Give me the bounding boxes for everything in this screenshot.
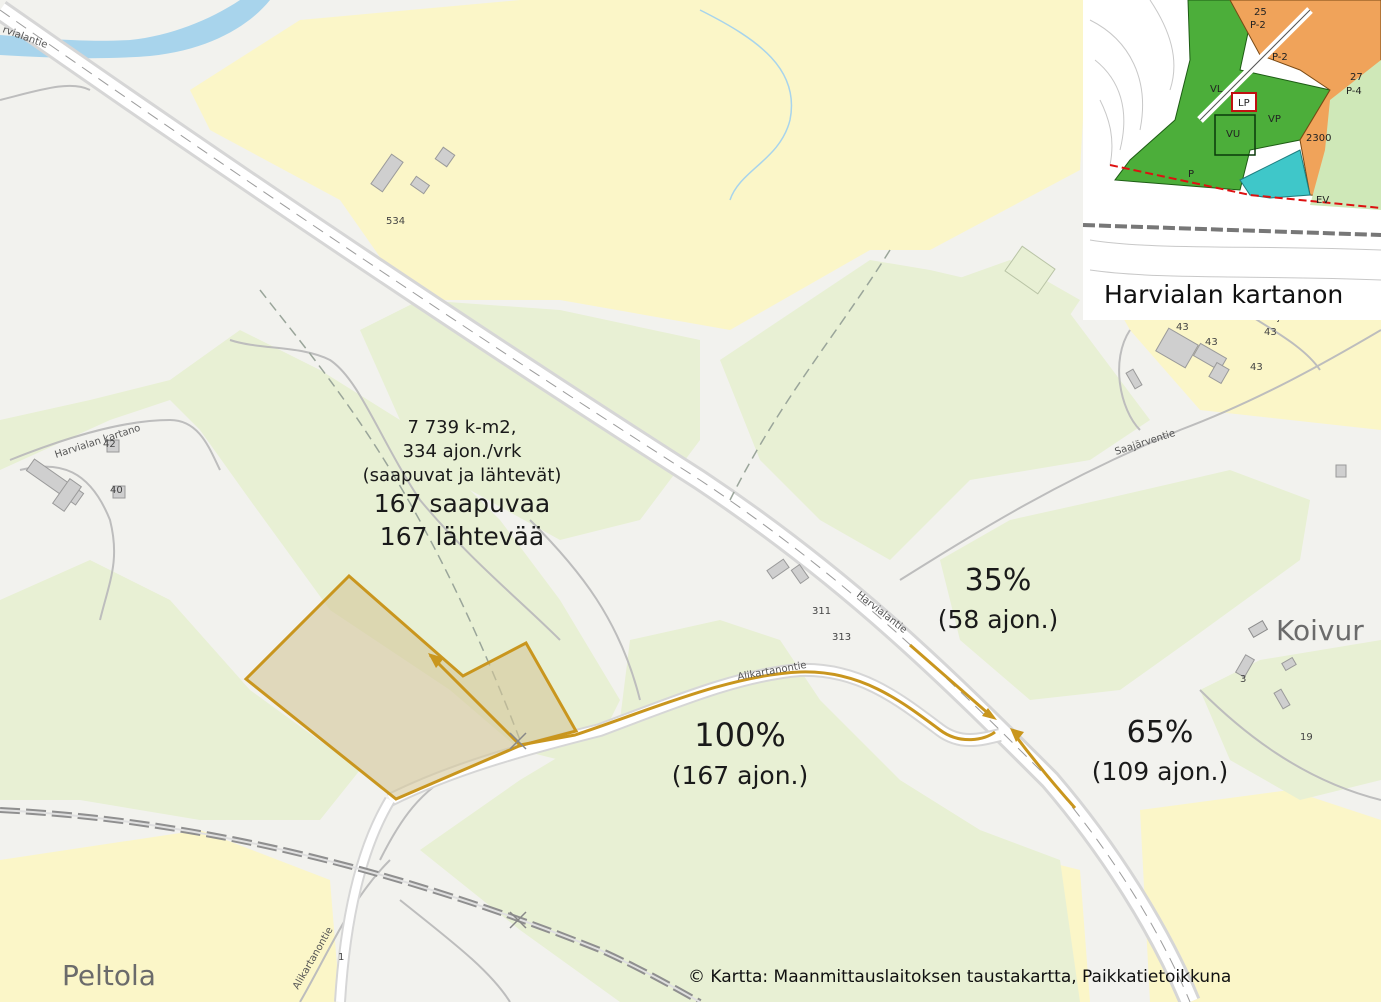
site-area: 7 739 k-m2, [408,417,517,438]
route-arrowheads [428,653,1024,742]
field-area-north [190,0,1090,330]
crossing-marks [509,732,527,929]
place-name-koivu: Koivur [1276,614,1364,647]
inset-zone-lightgreen [1310,60,1381,210]
house-number-43b: 43 [1205,337,1218,348]
buildings [25,146,1347,710]
inset-contours [1089,0,1381,281]
minor-roads [0,84,1381,1002]
map-copyright: © Kartta: Maanmittauslaitoksen taustakar… [688,967,1231,987]
forest-area-right-lower [1200,640,1381,800]
river [0,0,270,59]
inset-lp-box [1231,92,1257,112]
inset-zone-cyan [1239,149,1311,199]
inset-zone-25: 25 [1254,7,1267,18]
place-koivu: Koivur [1247,614,1364,647]
flow-labels: 35% (58 ajon.) 65% (109 ajon.) 100% (167… [672,563,1229,790]
forest-area-west [0,330,620,760]
forest-area-southcenter [420,620,1080,1002]
house-number-19: 19 [1300,732,1313,743]
house-number-43c: 43 [1264,327,1277,338]
flow-north-percent: 35% [965,563,1032,598]
flow-access-percent: 100% [694,716,785,754]
house-number-43a: 43 [1176,322,1189,333]
inset-zone-p2b: P-2 [1272,52,1288,63]
site-traffic: 334 ajon./vrk [403,441,522,462]
inset-road-edge [1199,9,1311,121]
inset-zone-vl: VL [1210,84,1223,95]
forest-area-east-mid [940,470,1310,700]
house-number-43d: 43 [1250,362,1263,373]
field-area-southwest [0,830,340,1002]
field-area-southeast [1140,790,1381,1002]
flow-south-count: (109 ajon.) [1092,757,1229,786]
house-number-1: 1 [338,952,344,963]
inset-zone-vp: VP [1268,114,1281,125]
house-number-534: 534 [386,216,405,227]
inset-zone-2300: 2300 [1306,133,1331,144]
forest-area-small [940,260,1080,360]
stream [699,9,793,201]
forest-area-far-southwest [0,560,360,820]
road-alikartanontie-south-center [336,797,394,1002]
house-number-42: 42 [103,439,116,450]
inset-zone-lp: LP [1238,98,1250,109]
inset-zone-p2a: P-2 [1250,20,1266,31]
house-number-40: 40 [110,485,123,496]
inset-vu-box [1214,114,1256,156]
inset-railway [1082,223,1381,237]
inset-zone-27: 27 [1350,72,1363,83]
house-number-313: 313 [832,632,851,643]
place-name-peltola: Peltola [62,959,156,992]
site-info: 7 739 k-m2, 334 ajon./vrk (saapuvat ja l… [363,417,562,551]
road-harvialantie-dash [0,9,1191,1002]
flow-access-count: (167 ajon.) [672,761,809,790]
house-icon [1247,619,1269,639]
flow-north-count: (58 ajon.) [938,605,1059,634]
forest-area-center [360,300,700,540]
inset-zone-ev: EV [1316,195,1329,206]
house-number-311: 311 [812,606,831,617]
house-number-3: 3 [1240,674,1246,685]
railway-inner [0,809,701,1002]
power-line-east [729,249,891,501]
site-arriving: 167 saapuvaa [374,489,550,518]
site-traffic-note: (saapuvat ja lähtevät) [363,465,562,486]
site-departing: 167 lähtevää [380,522,544,551]
inset-title: Harvialan kartanon [1104,280,1343,309]
inset-boundary [1109,164,1381,209]
inset-plan-map[interactable]: 25 P-2 P-2 27 P-4 VL LP VP VU EV P 2300 … [1082,0,1381,320]
inset-zone-vu: VU [1226,129,1240,140]
power-line [259,289,521,741]
flow-south-percent: 65% [1127,715,1194,750]
inset-zone-p4: P-4 [1346,86,1362,97]
inset-zone-p: P [1188,169,1194,180]
traffic-routes [428,643,1077,809]
